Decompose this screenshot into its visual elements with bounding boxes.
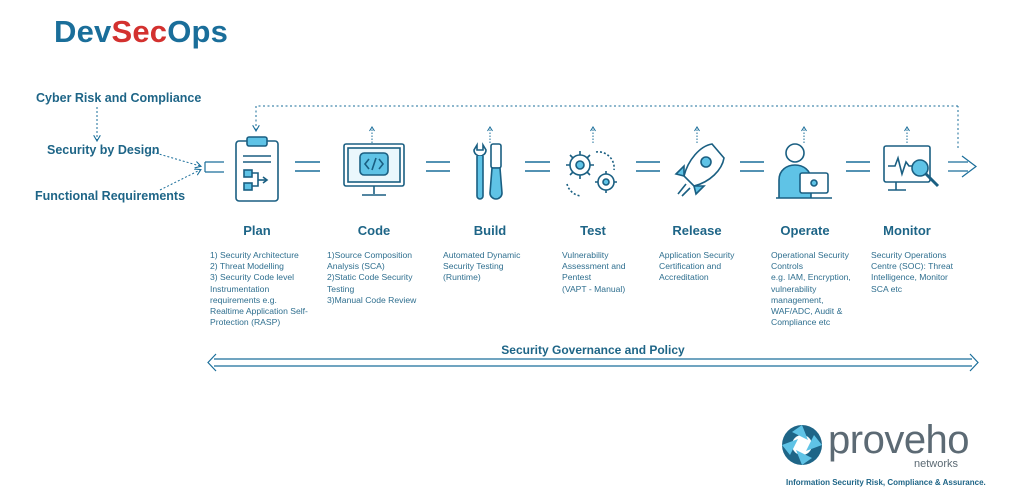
entry-bar: [204, 161, 224, 173]
stage-desc-code: 1)Source Composition Analysis (SCA) 2)St…: [327, 250, 417, 305]
input-security-by-design: Security by Design: [47, 143, 160, 157]
stage-desc-monitor: Security Operations Centre (SOC): Threat…: [871, 250, 953, 294]
tools-icon: [473, 142, 503, 200]
stage-label-build: Build: [473, 223, 507, 238]
exit-arrow: [948, 155, 977, 178]
brand-name: proveho: [828, 418, 970, 462]
stage-desc-build: Automated Dynamic Security Testing (Runt…: [443, 250, 521, 283]
input-functional-requirements: Functional Requirements: [35, 189, 186, 203]
page-title: DevSecOps: [54, 14, 229, 49]
governance-label: Security Governance and Policy: [501, 343, 685, 357]
stage-label-code: Code: [357, 223, 391, 238]
stage-desc-release: Application Security Certification and A…: [659, 250, 735, 283]
rocket-icon: [674, 143, 725, 197]
stage-label-monitor: Monitor: [883, 223, 931, 238]
clipboard-flow-icon: [235, 136, 279, 202]
stage-label-plan: Plan: [243, 223, 271, 238]
monitor-search-icon: [883, 145, 940, 191]
stage-label-test: Test: [580, 223, 606, 238]
governance-arrow: [207, 353, 979, 372]
stage-desc-operate: Operational Security Controls e.g. IAM, …: [771, 250, 851, 328]
operator-laptop-icon: [776, 143, 832, 199]
connectors: [295, 161, 870, 172]
stage-up-arrows: [369, 126, 910, 143]
stage-desc-plan: 1) Security Architecture 2) Threat Model…: [210, 250, 308, 328]
input-cyber-risk: Cyber Risk and Compliance: [36, 91, 202, 105]
stage-label-release: Release: [672, 223, 722, 238]
gears-icon: [566, 151, 617, 197]
input-arrows: [97, 107, 200, 191]
feedback-loop: [256, 105, 959, 148]
stage-desc-test: Vulnerability Assessment and Pentest (VA…: [562, 250, 626, 294]
stage-label-operate: Operate: [780, 223, 830, 238]
brand-sub: networks: [914, 458, 959, 470]
brand-tagline: Information Security Risk, Compliance & …: [786, 478, 986, 487]
monitor-code-icon: [343, 143, 405, 196]
proveho-logo-icon: [782, 425, 822, 465]
